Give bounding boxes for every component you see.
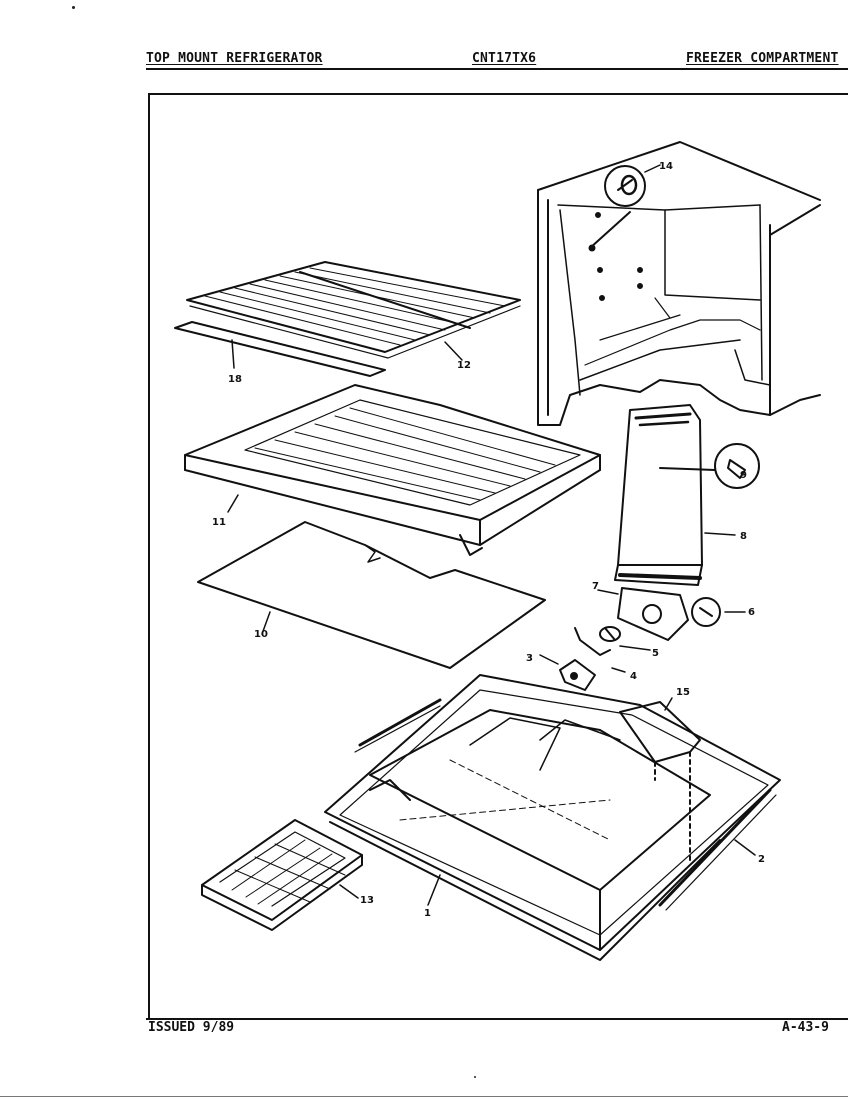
page-reference: A-43-9	[782, 1020, 829, 1035]
callout-5: 5	[652, 648, 659, 659]
callout-10: 10	[254, 629, 268, 640]
callout-13: 13	[360, 895, 374, 906]
fan-motor-assembly	[539, 587, 746, 691]
freezer-shelf-tray	[184, 384, 601, 556]
page-edge-line	[0, 1096, 848, 1097]
scan-speck	[474, 1076, 476, 1078]
header-product-type: TOP MOUNT REFRIGERATOR	[146, 51, 323, 66]
scan-speck	[72, 6, 75, 9]
shelf-trim	[174, 321, 386, 377]
callout-14: 14	[659, 161, 673, 172]
callout-1: 1	[424, 908, 431, 919]
header-section-name: FREEZER COMPARTMENT	[686, 51, 839, 66]
light-socket-detail	[604, 164, 661, 207]
callout-8: 8	[740, 531, 747, 542]
footer-rule	[146, 1018, 848, 1020]
evaporator-cover	[614, 404, 760, 586]
shelf-cover-panel	[197, 521, 546, 669]
defrost-drain-trough	[619, 697, 701, 861]
callout-12: 12	[457, 360, 471, 371]
callout-2: 2	[758, 854, 765, 865]
callout-4: 4	[630, 671, 637, 682]
callout-7: 7	[592, 581, 599, 592]
freezer-liner-pan	[324, 674, 781, 961]
callout-11: 11	[212, 517, 226, 528]
callout-18: 18	[228, 374, 242, 385]
callout-6: 6	[748, 607, 755, 618]
issue-date: ISSUED 9/89	[148, 1020, 235, 1035]
callout-9: 9	[740, 470, 747, 481]
freezer-cabinet	[537, 141, 821, 426]
callout-15: 15	[676, 687, 690, 698]
ice-cube-tray	[201, 819, 363, 931]
callout-3: 3	[526, 653, 533, 664]
diagram-frame	[148, 93, 848, 1018]
header-rule	[146, 68, 848, 70]
header-model-number: CNT17TX6	[472, 51, 537, 66]
wire-shelf	[186, 261, 521, 361]
